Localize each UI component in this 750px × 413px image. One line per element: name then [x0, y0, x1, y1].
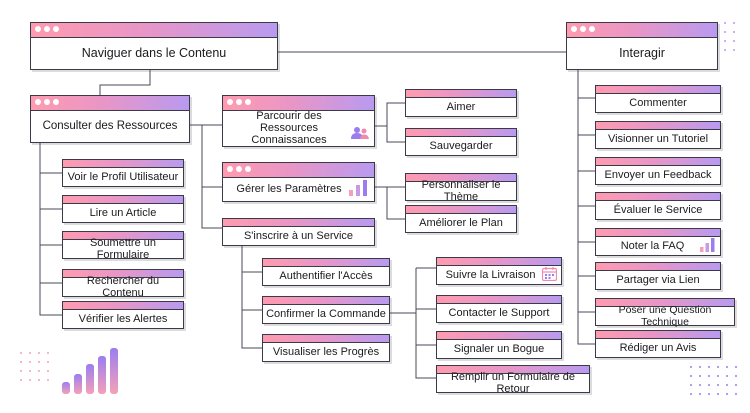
node-soumettre-un-formulaire[interactable]: Soumettre un Formulaire	[62, 231, 184, 261]
calendar-icon	[542, 267, 557, 281]
node-label: Rechercher du Contenu	[86, 274, 160, 299]
node-label: Consulter des Ressources	[42, 120, 178, 132]
node-interagir[interactable]: Interagir	[566, 22, 718, 70]
node-signaler-un-bogue[interactable]: Signaler un Bogue	[436, 331, 562, 359]
decorative-dot-grid	[690, 366, 737, 395]
node-label: Partager via Lien	[616, 273, 700, 286]
node-rechercher-du-contenu[interactable]: Rechercher du Contenu	[62, 269, 184, 299]
node-suivre-la-livraison[interactable]: Suivre la Livraison	[436, 257, 562, 285]
node-label: Voir le Profil Utilisateur	[67, 170, 179, 183]
node-label: Aimer	[446, 100, 476, 113]
node-label: Confirmer la Commande	[266, 307, 386, 320]
node-label: Commenter	[629, 96, 687, 109]
node-parcourir-des-ressources[interactable]: Parcourir des Ressources Connaissances	[222, 95, 375, 147]
node-label: Naviguer dans le Contenu	[81, 46, 227, 60]
bar-chart-decoration-icon	[62, 348, 118, 394]
node-confirmer-la-commande[interactable]: Confirmer la Commande	[262, 296, 390, 324]
node-label: Sauvegarder	[429, 139, 493, 152]
node-label: Envoyer un Feedback	[604, 168, 712, 181]
node-commenter[interactable]: Commenter	[595, 85, 721, 113]
node-label: Vérifier les Alertes	[78, 312, 168, 325]
node-label: Noter la FAQ	[620, 239, 685, 252]
node-label: Évaluer le Service	[613, 203, 703, 216]
node-partager-via-lien[interactable]: Partager via Lien	[595, 262, 721, 290]
node-label: Gérer les Paramètres	[236, 183, 342, 195]
node-envoyer-un-feedback[interactable]: Envoyer un Feedback	[595, 157, 721, 185]
node-contacter-le-support[interactable]: Contacter le Support	[436, 295, 562, 323]
node-label: Interagir	[619, 46, 665, 60]
node-verifier-les-alertes[interactable]: Vérifier les Alertes	[62, 301, 184, 329]
decorative-dot-grid	[20, 352, 49, 381]
node-remplir-un-formulaire-de-retour[interactable]: Remplir un Formulaire de Retour	[436, 365, 590, 395]
node-label: Authentifier l'Accès	[279, 269, 373, 282]
node-rediger-un-avis[interactable]: Rédiger un Avis	[595, 330, 721, 358]
node-authentifier-l-acces[interactable]: Authentifier l'Accès	[262, 258, 390, 286]
node-visualiser-les-progres[interactable]: Visualiser les Progrès	[262, 334, 390, 362]
node-label: Parcourir des Ressources Connaissances	[251, 110, 327, 146]
node-label: Poser une Question Technique	[618, 303, 712, 328]
node-visionner-un-tutoriel[interactable]: Visionner un Tutoriel	[595, 121, 721, 149]
node-gerer-les-parametres[interactable]: Gérer les Paramètres	[222, 162, 375, 202]
node-poser-une-question-technique[interactable]: Poser une Question Technique	[595, 298, 735, 328]
node-label: Signaler un Bogue	[453, 342, 545, 355]
node-label: Soumettre un Formulaire	[89, 236, 157, 261]
bar-chart-icon	[349, 180, 367, 196]
node-naviguer-dans-le-contenu[interactable]: Naviguer dans le Contenu	[30, 22, 278, 70]
bar-chart-icon	[700, 238, 715, 252]
node-personnaliser-le-theme[interactable]: Personnaliser le Thème	[405, 173, 517, 203]
node-label: S'inscrire à un Service	[243, 229, 354, 242]
node-label: Rédiger un Avis	[619, 341, 697, 354]
node-noter-la-faq[interactable]: Noter la FAQ	[595, 228, 721, 256]
node-consulter-des-ressources[interactable]: Consulter des Ressources	[30, 95, 190, 143]
node-evaluer-le-service[interactable]: Évaluer le Service	[595, 192, 721, 220]
node-lire-un-article[interactable]: Lire un Article	[62, 195, 184, 223]
node-s-inscrire-a-un-service[interactable]: S'inscrire à un Service	[222, 218, 375, 246]
node-ameliorer-le-plan[interactable]: Améliorer le Plan	[405, 205, 517, 233]
node-label: Visionner un Tutoriel	[607, 132, 709, 145]
node-label: Suivre la Livraison	[445, 268, 536, 281]
node-sauvegarder[interactable]: Sauvegarder	[405, 128, 517, 156]
node-label: Améliorer le Plan	[419, 216, 503, 229]
users-icon	[351, 127, 369, 139]
node-label: Visualiser les Progrès	[272, 345, 380, 358]
node-label: Lire un Article	[89, 206, 157, 219]
node-aimer[interactable]: Aimer	[405, 89, 517, 117]
node-label: Contacter le Support	[448, 306, 550, 319]
node-label: Remplir un Formulaire de Retour	[450, 370, 576, 395]
node-label: Personnaliser le Thème	[421, 178, 501, 203]
node-voir-le-profil-utilisateur[interactable]: Voir le Profil Utilisateur	[62, 159, 184, 187]
